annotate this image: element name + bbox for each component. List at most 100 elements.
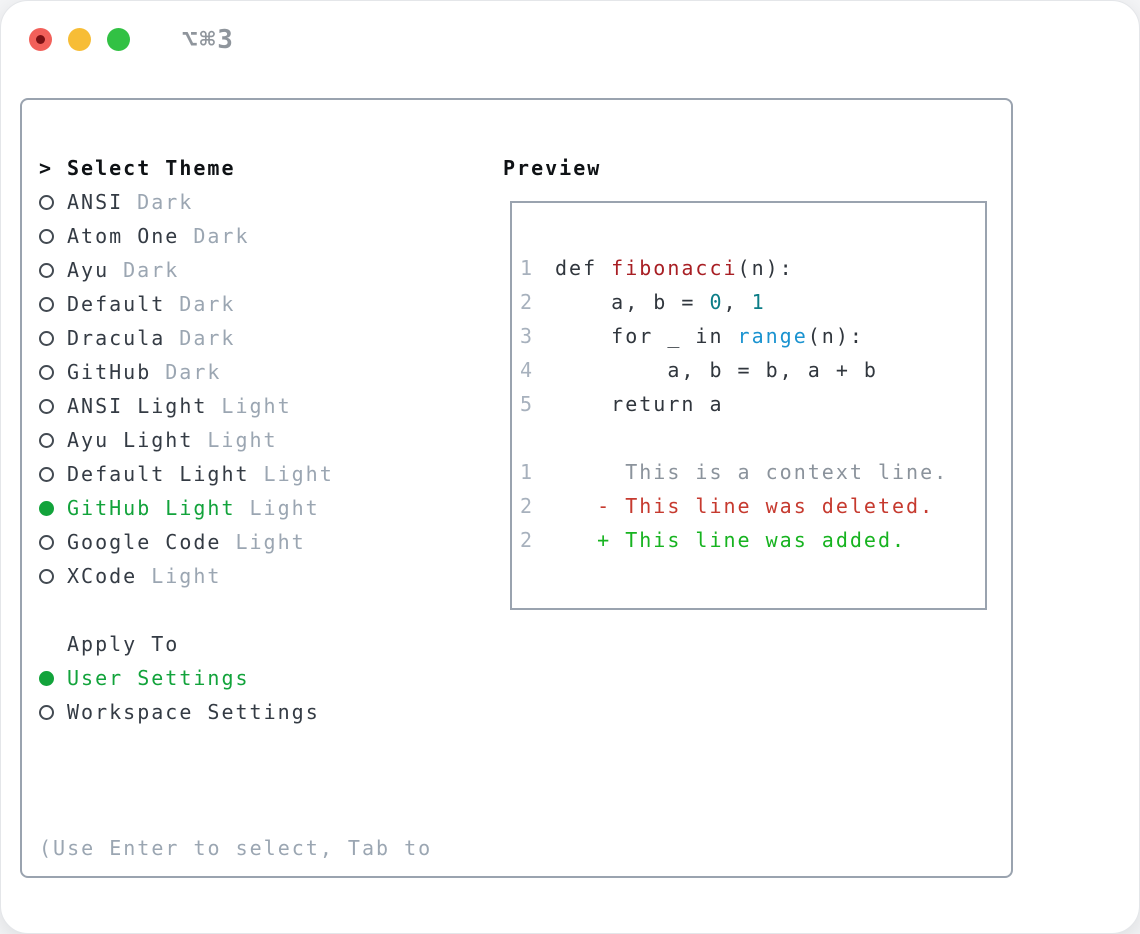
line-number: 2: [520, 494, 535, 518]
theme-name: Default: [67, 292, 166, 316]
radio-dot: [39, 569, 54, 584]
theme-variant-badge: Dark: [179, 326, 236, 350]
theme-option-ansi-light[interactable]: ANSI Light Light: [39, 389, 503, 423]
preview-header: Preview: [503, 151, 1011, 185]
apply-option-label: Workspace Settings: [67, 700, 320, 724]
radio-icon[interactable]: [39, 228, 67, 244]
line-number: 5: [520, 392, 535, 416]
radio-dot: [39, 501, 54, 516]
minimize-button[interactable]: [68, 28, 91, 51]
radio-dot: [39, 671, 54, 686]
preview-line: 4 a, b = b, a + b: [520, 353, 977, 387]
theme-name: Atom One: [67, 224, 180, 248]
zoom-button[interactable]: [107, 28, 130, 51]
help-line: (Use Enter to select, Tab to: [39, 836, 433, 860]
theme-variant-badge: Light: [221, 394, 292, 418]
line-content: - This line was deleted.: [555, 494, 935, 518]
apply-option-user-settings[interactable]: User Settings: [39, 661, 503, 695]
radio-dot: [39, 331, 54, 346]
radio-dot: [39, 535, 54, 550]
radio-icon[interactable]: [39, 534, 67, 550]
line-number: 1: [520, 256, 535, 280]
radio-icon[interactable]: [39, 262, 67, 278]
theme-variant-badge: Dark: [123, 258, 180, 282]
theme-variant-badge: Dark: [179, 292, 236, 316]
theme-option-google-code[interactable]: Google Code Light: [39, 525, 503, 559]
line-content: a, b = b, a + b: [555, 358, 878, 382]
theme-option-ayu-light[interactable]: Ayu Light Light: [39, 423, 503, 457]
radio-dot: [39, 195, 54, 210]
theme-name: Default Light: [67, 462, 250, 486]
spacer: [39, 729, 503, 763]
radio-icon[interactable]: [39, 194, 67, 210]
preview-line: 2 a, b = 0, 1: [520, 285, 977, 319]
radio-icon[interactable]: [39, 364, 67, 380]
line-number: 2: [520, 528, 535, 552]
theme-name: XCode: [67, 564, 138, 588]
preview-line: 5 return a: [520, 387, 977, 421]
theme-variant-badge: Light: [263, 462, 334, 486]
radio-icon[interactable]: [39, 296, 67, 312]
close-button[interactable]: [29, 28, 52, 51]
apply-option-workspace-settings[interactable]: Workspace Settings: [39, 695, 503, 729]
line-number: 4: [520, 358, 535, 382]
window-title: ⌥⌘3: [182, 25, 235, 55]
radio-dot: [39, 263, 54, 278]
select-theme-title: Select Theme: [67, 156, 236, 180]
preview-line: [520, 421, 977, 455]
radio-icon[interactable]: [39, 704, 67, 720]
spacer: [39, 593, 503, 627]
theme-name: Ayu Light: [67, 428, 194, 452]
theme-option-default-light[interactable]: Default Light Light: [39, 457, 503, 491]
radio-icon[interactable]: [39, 398, 67, 414]
theme-option-ayu[interactable]: Ayu Dark: [39, 253, 503, 287]
theme-option-atom-one[interactable]: Atom One Dark: [39, 219, 503, 253]
theme-name: Ayu: [67, 258, 110, 282]
theme-name: ANSI: [67, 190, 124, 214]
radio-selected-icon[interactable]: [39, 670, 67, 686]
preview-line: 2 - This line was deleted.: [520, 489, 977, 523]
apply-to-header: Apply To: [39, 627, 503, 661]
theme-name: Dracula: [67, 326, 166, 350]
radio-icon[interactable]: [39, 432, 67, 448]
theme-name: ANSI Light: [67, 394, 208, 418]
apply-option-label: User Settings: [67, 666, 250, 690]
line-number: 1: [520, 460, 535, 484]
line-content: def fibonacci(n):: [555, 256, 794, 280]
theme-variant-badge: Dark: [193, 224, 250, 248]
theme-option-default[interactable]: Default Dark: [39, 287, 503, 321]
theme-variant-badge: Light: [235, 530, 306, 554]
theme-name: Google Code: [67, 530, 222, 554]
radio-dot: [39, 297, 54, 312]
help-text: (Use Enter to select, Tab to change focu…: [39, 763, 503, 933]
radio-icon[interactable]: [39, 568, 67, 584]
prompt-caret: >: [39, 156, 54, 180]
radio-dot: [39, 433, 54, 448]
radio-dot: [39, 399, 54, 414]
preview-title: Preview: [503, 156, 602, 180]
theme-variant-badge: Light: [207, 428, 278, 452]
theme-option-dracula[interactable]: Dracula Dark: [39, 321, 503, 355]
radio-icon[interactable]: [39, 466, 67, 482]
line-content: return a: [555, 392, 724, 416]
theme-name: GitHub: [67, 360, 152, 384]
line-content: a, b = 0, 1: [555, 290, 766, 314]
apply-to-title: Apply To: [67, 632, 180, 656]
radio-selected-icon[interactable]: [39, 500, 67, 516]
line-content: + This line was added.: [555, 528, 907, 552]
radio-icon[interactable]: [39, 330, 67, 346]
preview-line: 2 + This line was added.: [520, 523, 977, 557]
line-number: 2: [520, 290, 535, 314]
select-theme-header: > Select Theme: [39, 151, 503, 185]
